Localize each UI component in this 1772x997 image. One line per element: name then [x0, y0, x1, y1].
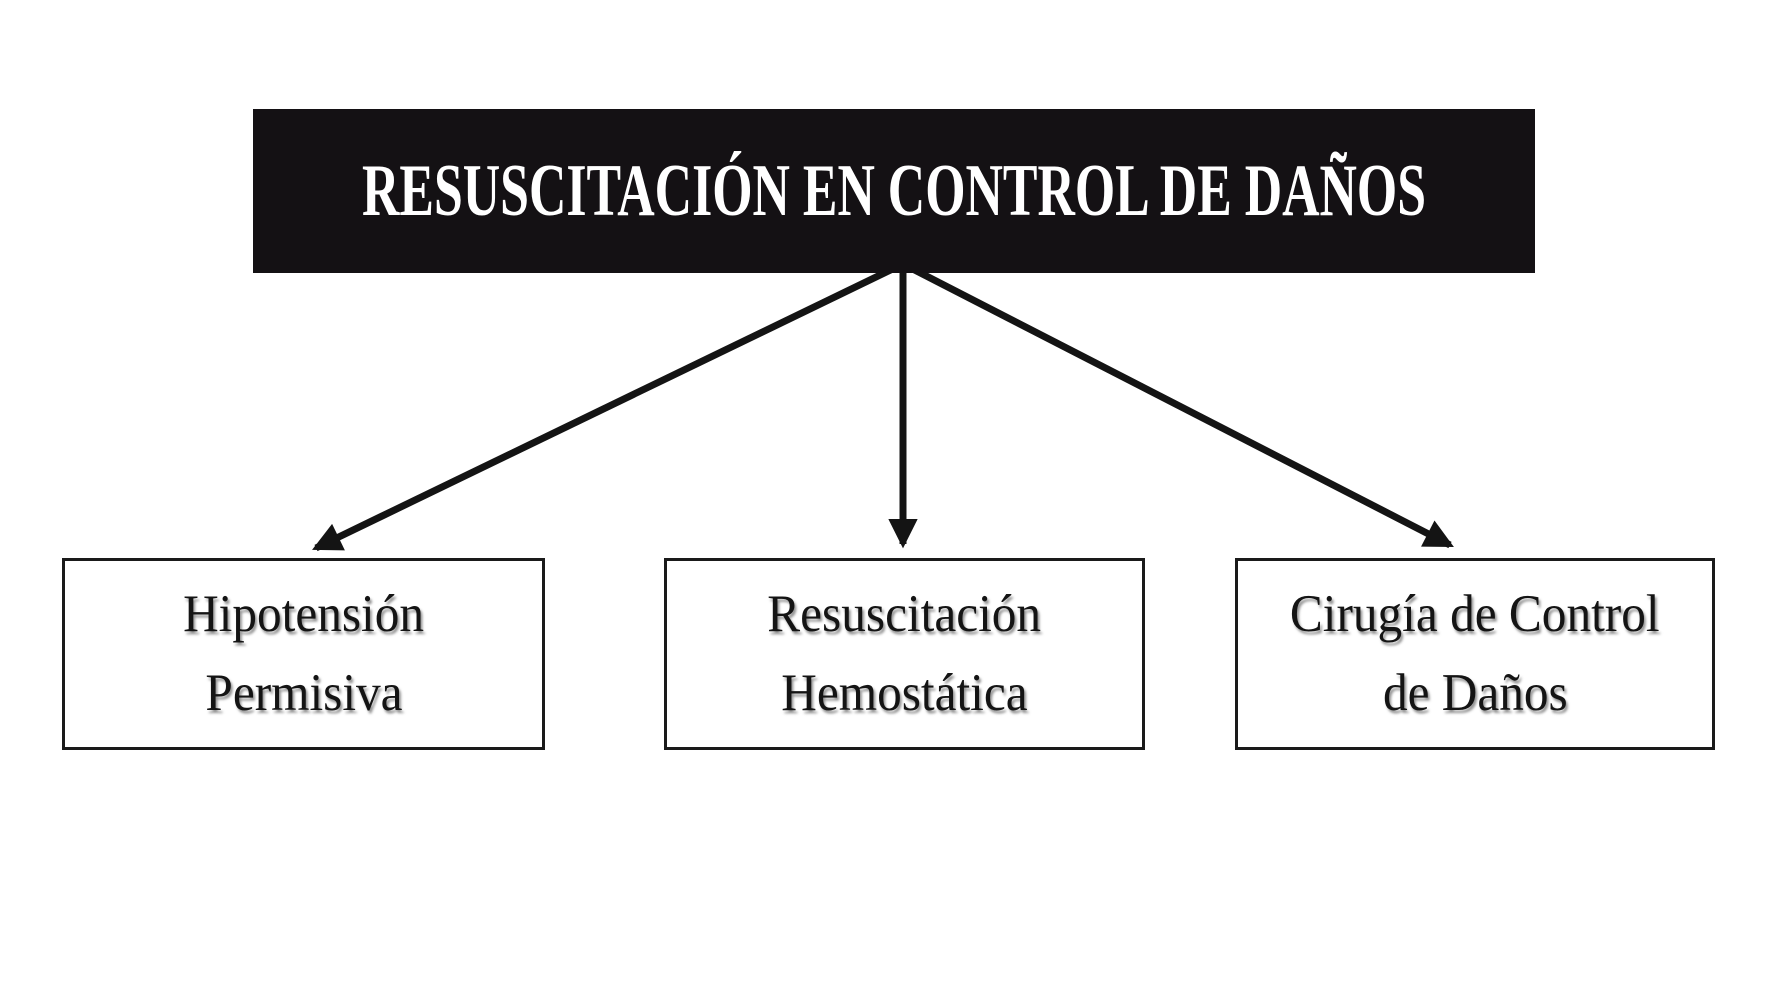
node-label-line: Hipotensión: [183, 584, 424, 643]
node-label-line: Resuscitación: [767, 584, 1042, 643]
node-label-line: Hemostática: [781, 664, 1028, 722]
node-label-line: Cirugía de Control: [1290, 584, 1660, 643]
node-resuscitacion-hemostatica: Resuscitación Hemostática: [664, 558, 1145, 750]
node-label-line: Permisiva: [204, 664, 403, 722]
node-hipotension-permisiva: Hipotensión Permisiva: [62, 558, 545, 750]
node-label-line: de Daños: [1382, 664, 1568, 722]
arrow-to-hipotension-permisiva: [312, 260, 905, 552]
node-cirugia-control-danos: Cirugía de Control de Daños: [1235, 558, 1715, 750]
diagram-title: RESUSCITACIÓN EN CONTROL DE DAÑOS: [361, 150, 1427, 232]
arrow-to-cirugia-control-danos: [901, 260, 1454, 549]
node-resuscitacion-en-control-de-danos: RESUSCITACIÓN EN CONTROL DE DAÑOS: [253, 109, 1535, 273]
